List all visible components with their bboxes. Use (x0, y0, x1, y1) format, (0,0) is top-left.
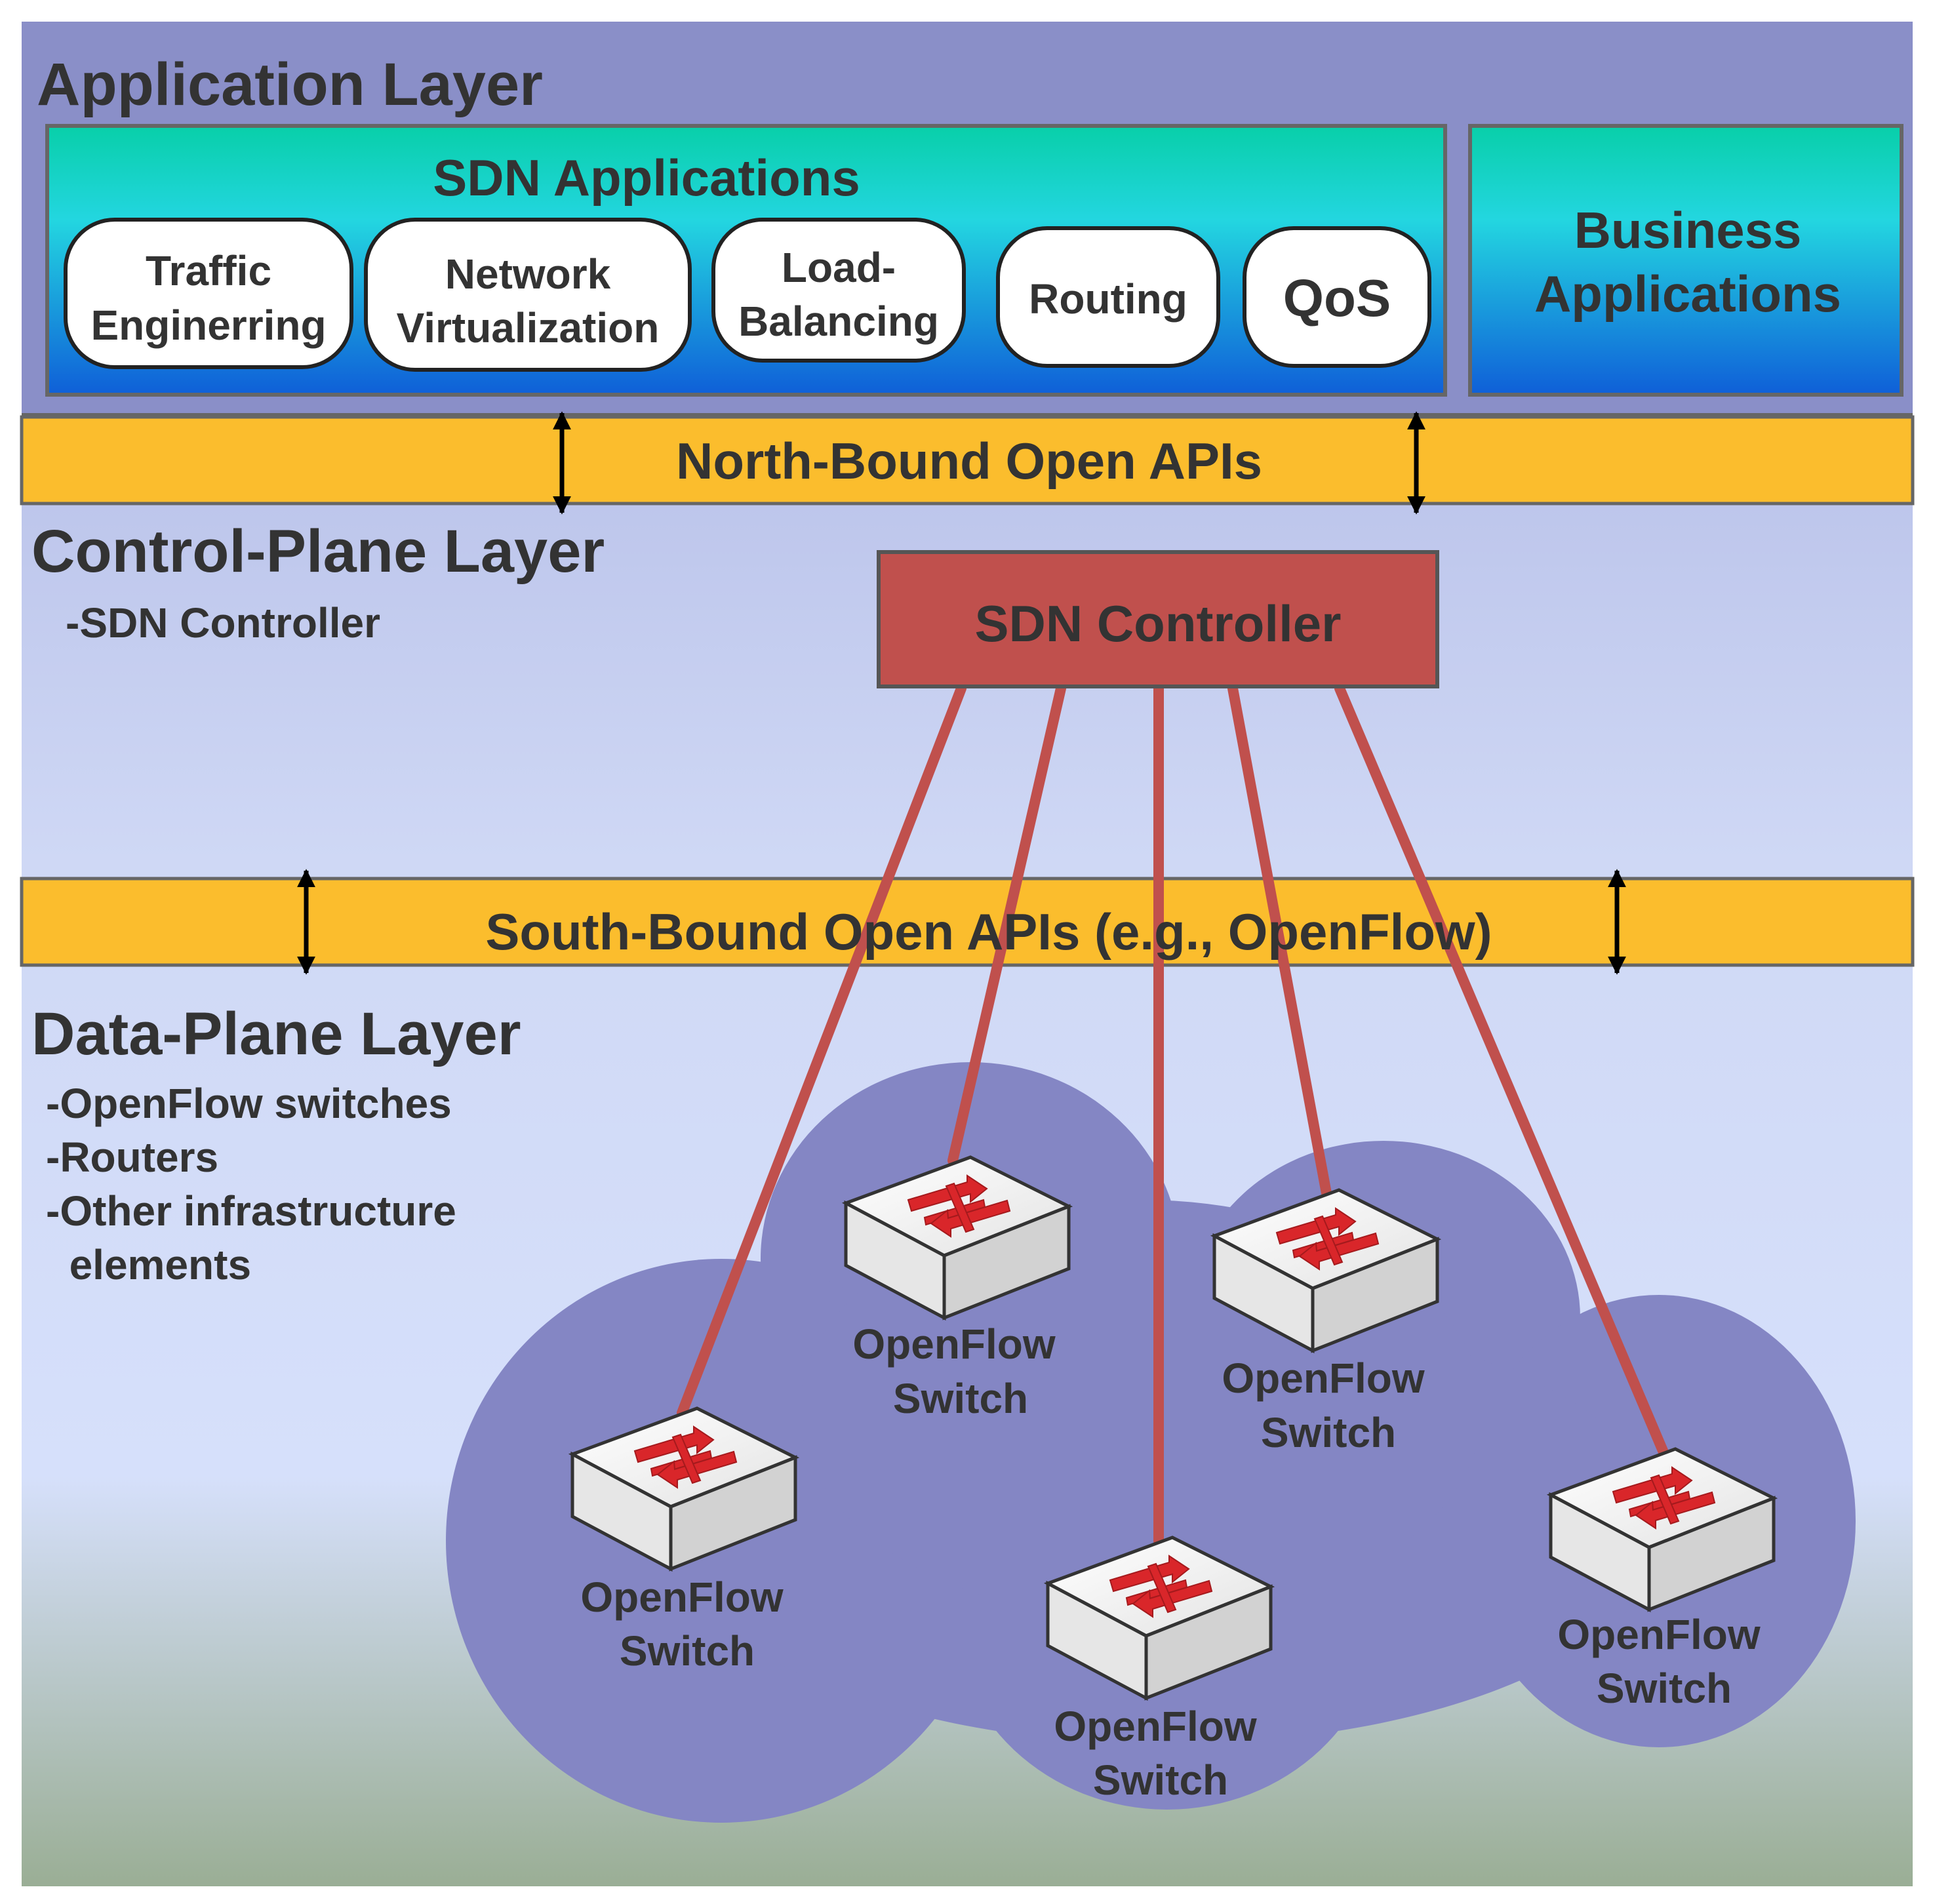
app-routing-label: Routing (1029, 275, 1187, 323)
data-plane-item-1: -OpenFlow switches (46, 1080, 452, 1127)
controller-links (677, 683, 1669, 1546)
openflow-switch-3[interactable]: OpenFlow Switch (1048, 1537, 1271, 1804)
data-plane-title: Data-Plane Layer (31, 1001, 521, 1067)
control-plane-title: Control-Plane Layer (31, 518, 605, 585)
openflow-switch-1[interactable]: OpenFlow Switch (572, 1408, 795, 1675)
switch-1-label-line1: OpenFlow (580, 1574, 784, 1621)
switch-5-label-line1: OpenFlow (1557, 1611, 1761, 1658)
app-traffic-engineering-line1: Traffic (146, 247, 271, 294)
business-applications-panel[interactable] (1468, 124, 1903, 397)
south-bound-api-band (20, 877, 1915, 967)
sdn-controller-box[interactable] (877, 550, 1439, 688)
link-switch-4 (1227, 683, 1332, 1199)
app-traffic-engineering[interactable] (64, 218, 353, 369)
app-traffic-engineering-line2: Enginerring (90, 302, 326, 349)
sdn-controller-label: SDN Controller (974, 595, 1341, 652)
switch-4-label-line2: Switch (1261, 1409, 1396, 1456)
south-bound-api-label: South-Bound Open APIs (e.g., OpenFlow) (485, 903, 1492, 961)
app-load-balancing[interactable] (711, 218, 966, 363)
switch-5-label-line2: Switch (1597, 1665, 1732, 1712)
switch-2-label-line1: OpenFlow (852, 1320, 1056, 1368)
business-applications-line1: Business (1574, 201, 1802, 259)
application-layer-title: Application Layer (37, 51, 543, 118)
switch-4-label-line1: OpenFlow (1222, 1355, 1425, 1402)
switch-3-label-line1: OpenFlow (1054, 1703, 1257, 1750)
business-applications-line2: Applications (1534, 265, 1841, 323)
switch-2-label-line2: Switch (893, 1375, 1028, 1422)
data-plane-item-4: elements (46, 1241, 251, 1288)
data-plane-item-2: -Routers (46, 1134, 218, 1181)
app-load-balancing-line2: Balancing (738, 298, 939, 345)
data-plane-item-3: -Other infrastructure (46, 1187, 456, 1235)
sdn-applications-title: SDN Applications (433, 149, 860, 207)
app-network-virtualization-line1: Network (445, 250, 611, 298)
switch-1-label-line2: Switch (620, 1627, 755, 1675)
link-switch-5 (1334, 683, 1669, 1458)
control-plane-subtitle: -SDN Controller (66, 599, 380, 646)
app-routing[interactable] (996, 226, 1220, 368)
app-network-virtualization[interactable] (364, 218, 692, 372)
openflow-switch-4[interactable]: OpenFlow Switch (1214, 1190, 1437, 1456)
link-switch-2 (947, 683, 1066, 1166)
sdn-app-list: Traffic Enginerring Network Virtualizati… (64, 218, 1431, 372)
app-network-virtualization-line2: Virtualization (397, 304, 660, 351)
app-qos[interactable] (1243, 226, 1431, 368)
openflow-switch-5[interactable]: OpenFlow Switch (1551, 1449, 1774, 1712)
switch-3-label-line2: Switch (1093, 1756, 1228, 1804)
app-load-balancing-line1: Load- (782, 244, 896, 291)
link-switch-1 (677, 683, 967, 1418)
north-bound-api-label: North-Bound Open APIs (676, 432, 1262, 490)
north-bound-api-band (20, 415, 1915, 506)
openflow-switch-2[interactable]: OpenFlow Switch (846, 1157, 1069, 1422)
app-qos-label: QoS (1283, 269, 1391, 327)
